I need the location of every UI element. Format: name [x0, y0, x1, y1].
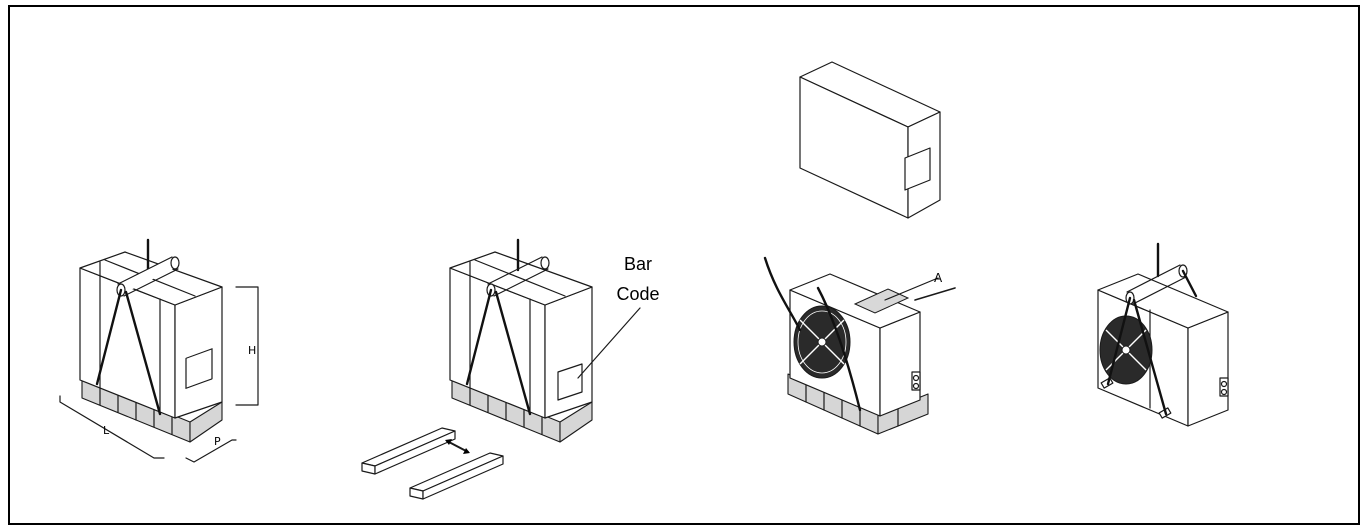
lifting-bar-icon — [465, 238, 550, 416]
dimension-p-label: P — [214, 435, 221, 448]
outdoor-unit-icon — [789, 273, 921, 417]
lifting-unit — [1097, 242, 1229, 427]
strap-left — [763, 256, 802, 332]
pallet-icon — [81, 377, 223, 443]
outdoor-unit-icon — [1097, 273, 1229, 427]
dimension-lines — [59, 286, 259, 463]
bar-code-label-line1: Bar — [624, 254, 652, 274]
barcode-area-icon — [557, 363, 583, 401]
lifting-bar-icon — [95, 238, 181, 416]
label-area-a — [853, 288, 910, 314]
label-a-leader-line — [884, 277, 939, 301]
packed-unit-dimensions: H L P — [59, 238, 259, 463]
packed-unit-barcode: Bar Code — [361, 238, 660, 500]
removed-box-icon — [799, 61, 941, 219]
installation-diagram: H L P — [59, 61, 1229, 500]
strap-middle — [816, 286, 862, 412]
unpacking-unit: A — [763, 61, 956, 435]
dimension-h-label: H — [248, 344, 256, 357]
barcode-leader-line — [577, 307, 641, 379]
forklift-forks-icon — [361, 427, 504, 500]
bar-code-label-line2: Code — [616, 284, 659, 304]
lifting-bar-icon — [1106, 242, 1198, 416]
marker-a-label: A — [934, 271, 943, 285]
dimension-l-label: L — [103, 424, 110, 437]
